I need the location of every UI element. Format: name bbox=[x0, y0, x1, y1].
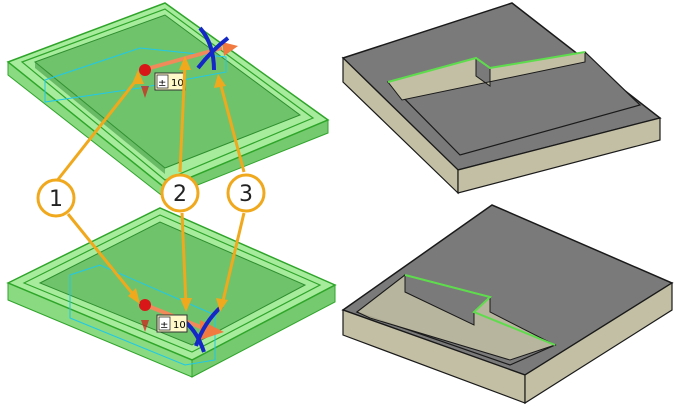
part-rim-outline bbox=[22, 214, 322, 353]
callout-1: 1 bbox=[36, 178, 76, 218]
pocket-wall bbox=[35, 62, 165, 174]
cut-preview-outline bbox=[44, 47, 227, 103]
callout-label: 2 bbox=[173, 182, 187, 207]
callout-label: 3 bbox=[239, 182, 253, 207]
dimension-input-bottom[interactable]: ± 10 bbox=[156, 314, 188, 333]
callout-3: 3 bbox=[226, 173, 266, 213]
pocket-floor bbox=[38, 221, 307, 346]
part-front-right-face bbox=[191, 284, 336, 378]
callout-arrowheads bbox=[128, 56, 228, 312]
selected-part-bottom: ± 10 bbox=[6, 207, 337, 378]
dimension-input-top[interactable]: ± 10 bbox=[154, 72, 186, 91]
pocket-wall bbox=[356, 273, 557, 361]
callout-label: 1 bbox=[49, 187, 63, 212]
part-front-right-face bbox=[457, 117, 661, 194]
dimension-value: 10 bbox=[173, 320, 186, 331]
offset-handle-arrow bbox=[141, 320, 149, 332]
selected-part-top: ± 10 bbox=[6, 2, 330, 200]
callout-2: 2 bbox=[160, 173, 200, 213]
dimension-symbol: ± bbox=[160, 320, 168, 331]
rotation-handle-icon[interactable] bbox=[196, 26, 230, 71]
selected-edge bbox=[404, 274, 556, 346]
part-rim-outline bbox=[20, 8, 315, 181]
part-front-right-face bbox=[524, 281, 673, 405]
offset-handle-icon[interactable] bbox=[139, 64, 151, 76]
dimension-value: 10 bbox=[171, 78, 184, 89]
cut-preview-outline bbox=[69, 264, 216, 366]
offset-handle-icon[interactable] bbox=[139, 299, 151, 311]
drag-arrow-icon[interactable] bbox=[222, 42, 238, 56]
result-part-bottom bbox=[341, 204, 674, 405]
offset-handle-arrow bbox=[141, 86, 149, 98]
callout-arrows bbox=[54, 63, 246, 306]
result-part-top bbox=[341, 2, 662, 195]
dimension-symbol: ± bbox=[158, 78, 166, 89]
selected-edge bbox=[387, 51, 586, 83]
